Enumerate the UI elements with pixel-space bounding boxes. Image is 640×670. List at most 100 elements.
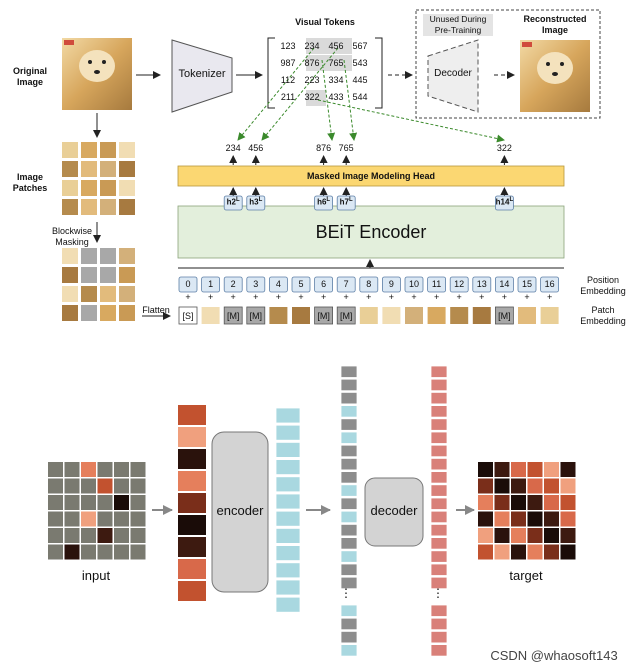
image-patch — [62, 180, 78, 196]
decoder-output-token — [430, 644, 448, 657]
full-mask-token — [340, 576, 358, 590]
tokenizer-label: Tokenizer — [178, 68, 226, 80]
unused-label-bg — [423, 14, 493, 36]
masked-patch — [81, 248, 97, 264]
full-mask-token — [340, 524, 358, 537]
patch-token-label: [M] — [498, 311, 511, 321]
target-patch — [527, 511, 543, 527]
blockwise-masking-label: Blockwise Masking — [51, 226, 92, 247]
position-box — [494, 276, 514, 293]
target-patch — [560, 528, 576, 543]
mim-head-box — [177, 165, 565, 187]
beit-encoder-box — [177, 205, 565, 259]
reconstructed-image — [520, 40, 590, 112]
image-patches-label: Image Patches — [12, 172, 48, 193]
full-mask-token — [340, 563, 358, 576]
visual-token-cell: 544 — [352, 92, 368, 102]
position-box — [178, 276, 198, 293]
image-patch — [62, 142, 78, 158]
position-box — [246, 276, 266, 293]
patch-embedding-image — [450, 307, 469, 324]
input-masked-patch — [81, 544, 96, 560]
encoded-token — [275, 545, 301, 561]
target-patch — [544, 511, 559, 527]
unused-region — [415, 9, 601, 119]
position-box — [472, 276, 492, 293]
mae-target-image — [478, 462, 576, 560]
patch-token-label: [M] — [339, 311, 353, 321]
input-masked-patch — [48, 544, 63, 560]
visible-patch — [178, 449, 206, 469]
position-box — [314, 276, 334, 293]
input-masked-patch — [114, 511, 129, 527]
target-patch — [544, 528, 559, 543]
input-masked-patch — [81, 495, 96, 510]
image-patch — [119, 286, 135, 302]
plus-sign: + — [207, 292, 214, 302]
visual-token-cell: 322 — [304, 92, 320, 102]
target-patch — [544, 544, 559, 560]
target-patch — [544, 478, 559, 494]
patch-embedding-token — [246, 306, 266, 325]
patch-embedding-token — [494, 306, 514, 325]
patch-embedding-image — [359, 307, 378, 324]
image-patch — [81, 161, 97, 177]
flatten-label: Flatten — [142, 305, 170, 315]
hidden-state-superscript: L — [236, 197, 240, 203]
input-masked-patch — [114, 478, 129, 494]
decoder-output-token — [430, 563, 448, 576]
input-masked-patch — [130, 528, 146, 543]
target-patch — [527, 462, 543, 477]
full-mask-token — [340, 391, 358, 405]
head-output-arrows — [229, 155, 509, 196]
hidden-state-box — [246, 195, 266, 211]
image-patches-grid — [62, 142, 135, 215]
hidden-state-box — [223, 195, 243, 211]
encoded-token — [275, 424, 301, 441]
masked-patch — [100, 267, 116, 283]
mae-input-grid — [48, 462, 146, 560]
visible-patch — [178, 515, 206, 535]
mae-visible-patches — [178, 405, 206, 601]
image-patch — [62, 267, 78, 283]
mae-target-label: target — [509, 568, 543, 583]
visual-token-cell: 433 — [328, 92, 344, 102]
decoder-output-token — [430, 457, 448, 471]
position-label: 13 — [476, 279, 487, 289]
plus-sign: + — [501, 292, 508, 302]
visual-token-cell: 876 — [304, 58, 320, 68]
target-patch — [494, 528, 510, 543]
patch-token-label: [S] — [182, 311, 194, 321]
patch-embedding-token — [314, 306, 334, 325]
masked-patch — [100, 248, 116, 264]
input-masked-patch — [97, 511, 113, 527]
image-patch — [100, 142, 116, 158]
visible-patch — [178, 427, 206, 447]
mae-encoded-tokens — [275, 407, 301, 613]
decoder-output-token — [430, 497, 448, 510]
visible-patch — [178, 405, 206, 425]
image-patch — [81, 142, 97, 158]
image-patch — [62, 248, 78, 264]
visible-patch — [178, 559, 206, 579]
decoder-output-token — [430, 524, 448, 537]
full-mask-token — [340, 457, 358, 471]
target-patch — [511, 478, 526, 494]
input-masked-patch — [64, 528, 80, 543]
input-masked-patch — [64, 495, 80, 510]
image-patch — [119, 267, 135, 283]
encoded-token — [275, 493, 301, 510]
full-visible-token — [340, 484, 358, 497]
image-patch — [62, 199, 78, 215]
encoded-token — [275, 407, 301, 424]
mae-encoder-label: encoder — [216, 503, 264, 518]
decoder-output-token — [430, 617, 448, 631]
patch-token-label: [M] — [249, 311, 263, 321]
hidden-state-superscript: L — [509, 197, 514, 203]
full-mask-token — [340, 378, 358, 392]
full-mask-token — [340, 497, 358, 510]
position-box — [449, 276, 469, 293]
predicted-token: 234 — [225, 143, 241, 153]
full-visible-token — [340, 510, 358, 524]
visual-token-cell: 223 — [304, 75, 320, 85]
